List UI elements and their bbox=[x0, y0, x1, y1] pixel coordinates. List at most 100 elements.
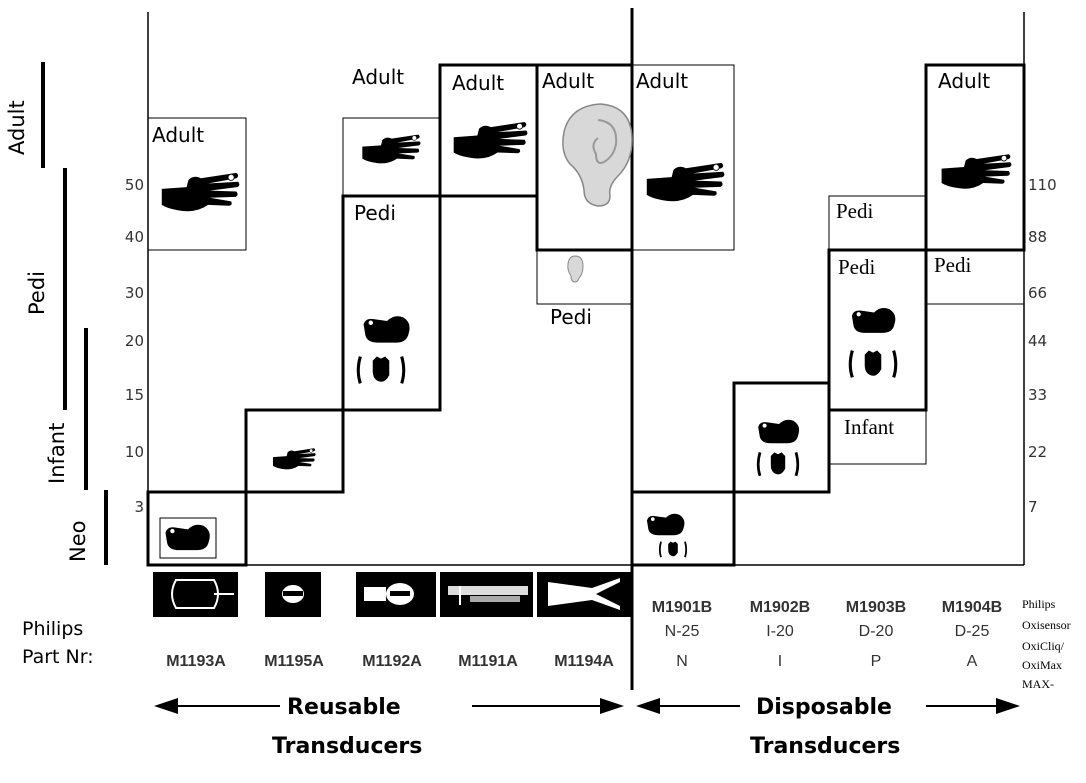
hand-icon bbox=[361, 134, 421, 164]
hand-icon bbox=[272, 448, 316, 470]
label-m1191a-adult: Adult bbox=[452, 71, 504, 95]
range-box-m1193a-adult bbox=[147, 117, 247, 251]
foot-icon bbox=[757, 419, 800, 444]
label-m1194a-pedi: Pedi bbox=[550, 305, 592, 329]
label-m1904b-adult: Adult bbox=[938, 69, 990, 93]
label-m1194a-adult: Adult bbox=[542, 69, 594, 93]
label-m1903b-infant: Infant bbox=[844, 415, 894, 439]
ear-icon bbox=[562, 103, 633, 207]
part-code: N-25 bbox=[665, 623, 700, 640]
age-label-infant: Infant bbox=[45, 423, 69, 484]
lb-tick: 7 bbox=[1028, 498, 1038, 516]
kg-tick: 30 bbox=[125, 284, 144, 302]
sensor-icon-m1193a bbox=[153, 572, 238, 617]
kg-tick: 10 bbox=[125, 443, 144, 461]
range-box-m1902b-infant bbox=[732, 381, 831, 494]
age-group-bars bbox=[41, 62, 108, 565]
hand-icon bbox=[453, 121, 528, 159]
hand-icon bbox=[646, 162, 725, 202]
box-labels: Adult Adult Pedi Adult Adult Pedi Adult … bbox=[152, 65, 990, 439]
cupped-hand-icon bbox=[848, 348, 898, 379]
part-size: N bbox=[676, 653, 688, 670]
range-box-m1193a-neo bbox=[146, 490, 248, 567]
hand-icon bbox=[161, 172, 240, 212]
kg-axis: 50 40 30 20 15 10 3 bbox=[125, 176, 144, 516]
kg-tick: 20 bbox=[125, 332, 144, 350]
part-number: M1194A bbox=[554, 653, 614, 670]
kg-tick: 40 bbox=[125, 228, 144, 246]
label-m1192a-pedi: Pedi bbox=[354, 201, 396, 225]
brand-note: Philips Oxisensor OxiCliq/ OxiMax MAX- bbox=[1022, 597, 1071, 691]
lb-axis: 110 88 66 44 33 22 7 bbox=[1028, 176, 1057, 516]
neo-sensor-frame bbox=[159, 517, 217, 559]
label-m1903b-pedi: Pedi bbox=[838, 255, 876, 279]
sensor-icon-m1194a bbox=[537, 572, 632, 617]
range-box-m1195a-infant bbox=[244, 408, 345, 494]
part-code: I-20 bbox=[766, 623, 794, 640]
part-number: M1193A bbox=[166, 653, 226, 670]
range-box-m1904b-adult bbox=[924, 63, 1026, 252]
sensor-thumbnails bbox=[153, 572, 632, 617]
foot-icon bbox=[646, 513, 685, 536]
brand-line: OxiCliq/ bbox=[1022, 639, 1065, 653]
disposable-arrow bbox=[636, 698, 1020, 714]
reusable-caption-line1: Reusable bbox=[287, 695, 401, 720]
kg-tick: 15 bbox=[125, 386, 144, 404]
foot-icon bbox=[363, 315, 411, 344]
lb-tick: 22 bbox=[1028, 443, 1047, 461]
disposable-caption-line2: Transducers bbox=[750, 734, 900, 759]
sensor-icon-m1195a bbox=[265, 572, 321, 617]
part-number: M1904B bbox=[942, 599, 1002, 616]
part-size: A bbox=[967, 653, 978, 670]
reusable-caption-line2: Transducers bbox=[272, 734, 422, 759]
cupped-hand-icon bbox=[356, 354, 406, 385]
range-box-m1903b-pedi bbox=[827, 248, 928, 412]
part-code: D-25 bbox=[955, 623, 990, 640]
label-m1901b-adult: Adult bbox=[636, 69, 688, 93]
brand-line: MAX- bbox=[1022, 677, 1054, 691]
label-m1193a-adult: Adult bbox=[152, 123, 204, 147]
age-label-neo: Neo bbox=[66, 521, 90, 562]
lb-tick: 44 bbox=[1028, 332, 1047, 350]
range-box-m1194a-pedi bbox=[536, 249, 633, 305]
part-size: P bbox=[871, 653, 882, 670]
hand-icon bbox=[941, 153, 1012, 190]
age-label-adult: Adult bbox=[5, 100, 29, 155]
lb-tick: 88 bbox=[1028, 228, 1047, 246]
sensor-icon-m1191a bbox=[440, 572, 533, 617]
range-box-m1194a-adult bbox=[535, 63, 634, 252]
foot-icon bbox=[851, 307, 896, 334]
part-number: M1903B bbox=[846, 599, 906, 616]
ear-icon bbox=[567, 255, 584, 283]
part-size: I bbox=[778, 653, 782, 670]
cupped-hand-icon bbox=[658, 540, 688, 559]
label-m1903b-pedi-upper: Pedi bbox=[836, 199, 874, 223]
part-number: M1191A bbox=[458, 653, 518, 670]
label-m1192a-adult: Adult bbox=[352, 65, 404, 89]
thick-range-boxes bbox=[146, 63, 1026, 567]
part-number: M1195A bbox=[264, 653, 324, 670]
sensor-icon-m1192a bbox=[356, 572, 436, 617]
brand-line: Philips bbox=[1022, 597, 1056, 611]
part-nr-label: Part Nr: bbox=[22, 646, 94, 668]
reusable-arrow bbox=[154, 698, 624, 714]
range-box-m1901b-neo bbox=[630, 490, 736, 567]
label-m1904b-pedi: Pedi bbox=[934, 253, 972, 277]
part-code: D-20 bbox=[859, 623, 894, 640]
part-number: M1901B bbox=[652, 599, 712, 616]
reusable-part-numbers: M1193A M1195A M1192A M1191A M1194A bbox=[166, 653, 614, 670]
part-number: M1902B bbox=[750, 599, 810, 616]
philips-label: Philips bbox=[22, 618, 83, 640]
foot-icon bbox=[165, 524, 211, 551]
lb-tick: 33 bbox=[1028, 386, 1047, 404]
brand-line: Oxisensor bbox=[1022, 618, 1071, 632]
cupped-hand-icon bbox=[756, 450, 800, 478]
lb-tick: 66 bbox=[1028, 284, 1047, 302]
brand-line: OxiMax bbox=[1022, 658, 1062, 672]
range-box-m1192a-pedi bbox=[341, 194, 442, 412]
kg-tick: 3 bbox=[134, 498, 144, 516]
lb-tick: 110 bbox=[1028, 176, 1057, 194]
part-number: M1192A bbox=[362, 653, 422, 670]
disposable-part-numbers: M1901B N-25 N M1902B I-20 I M1903B D-20 … bbox=[652, 599, 1002, 670]
